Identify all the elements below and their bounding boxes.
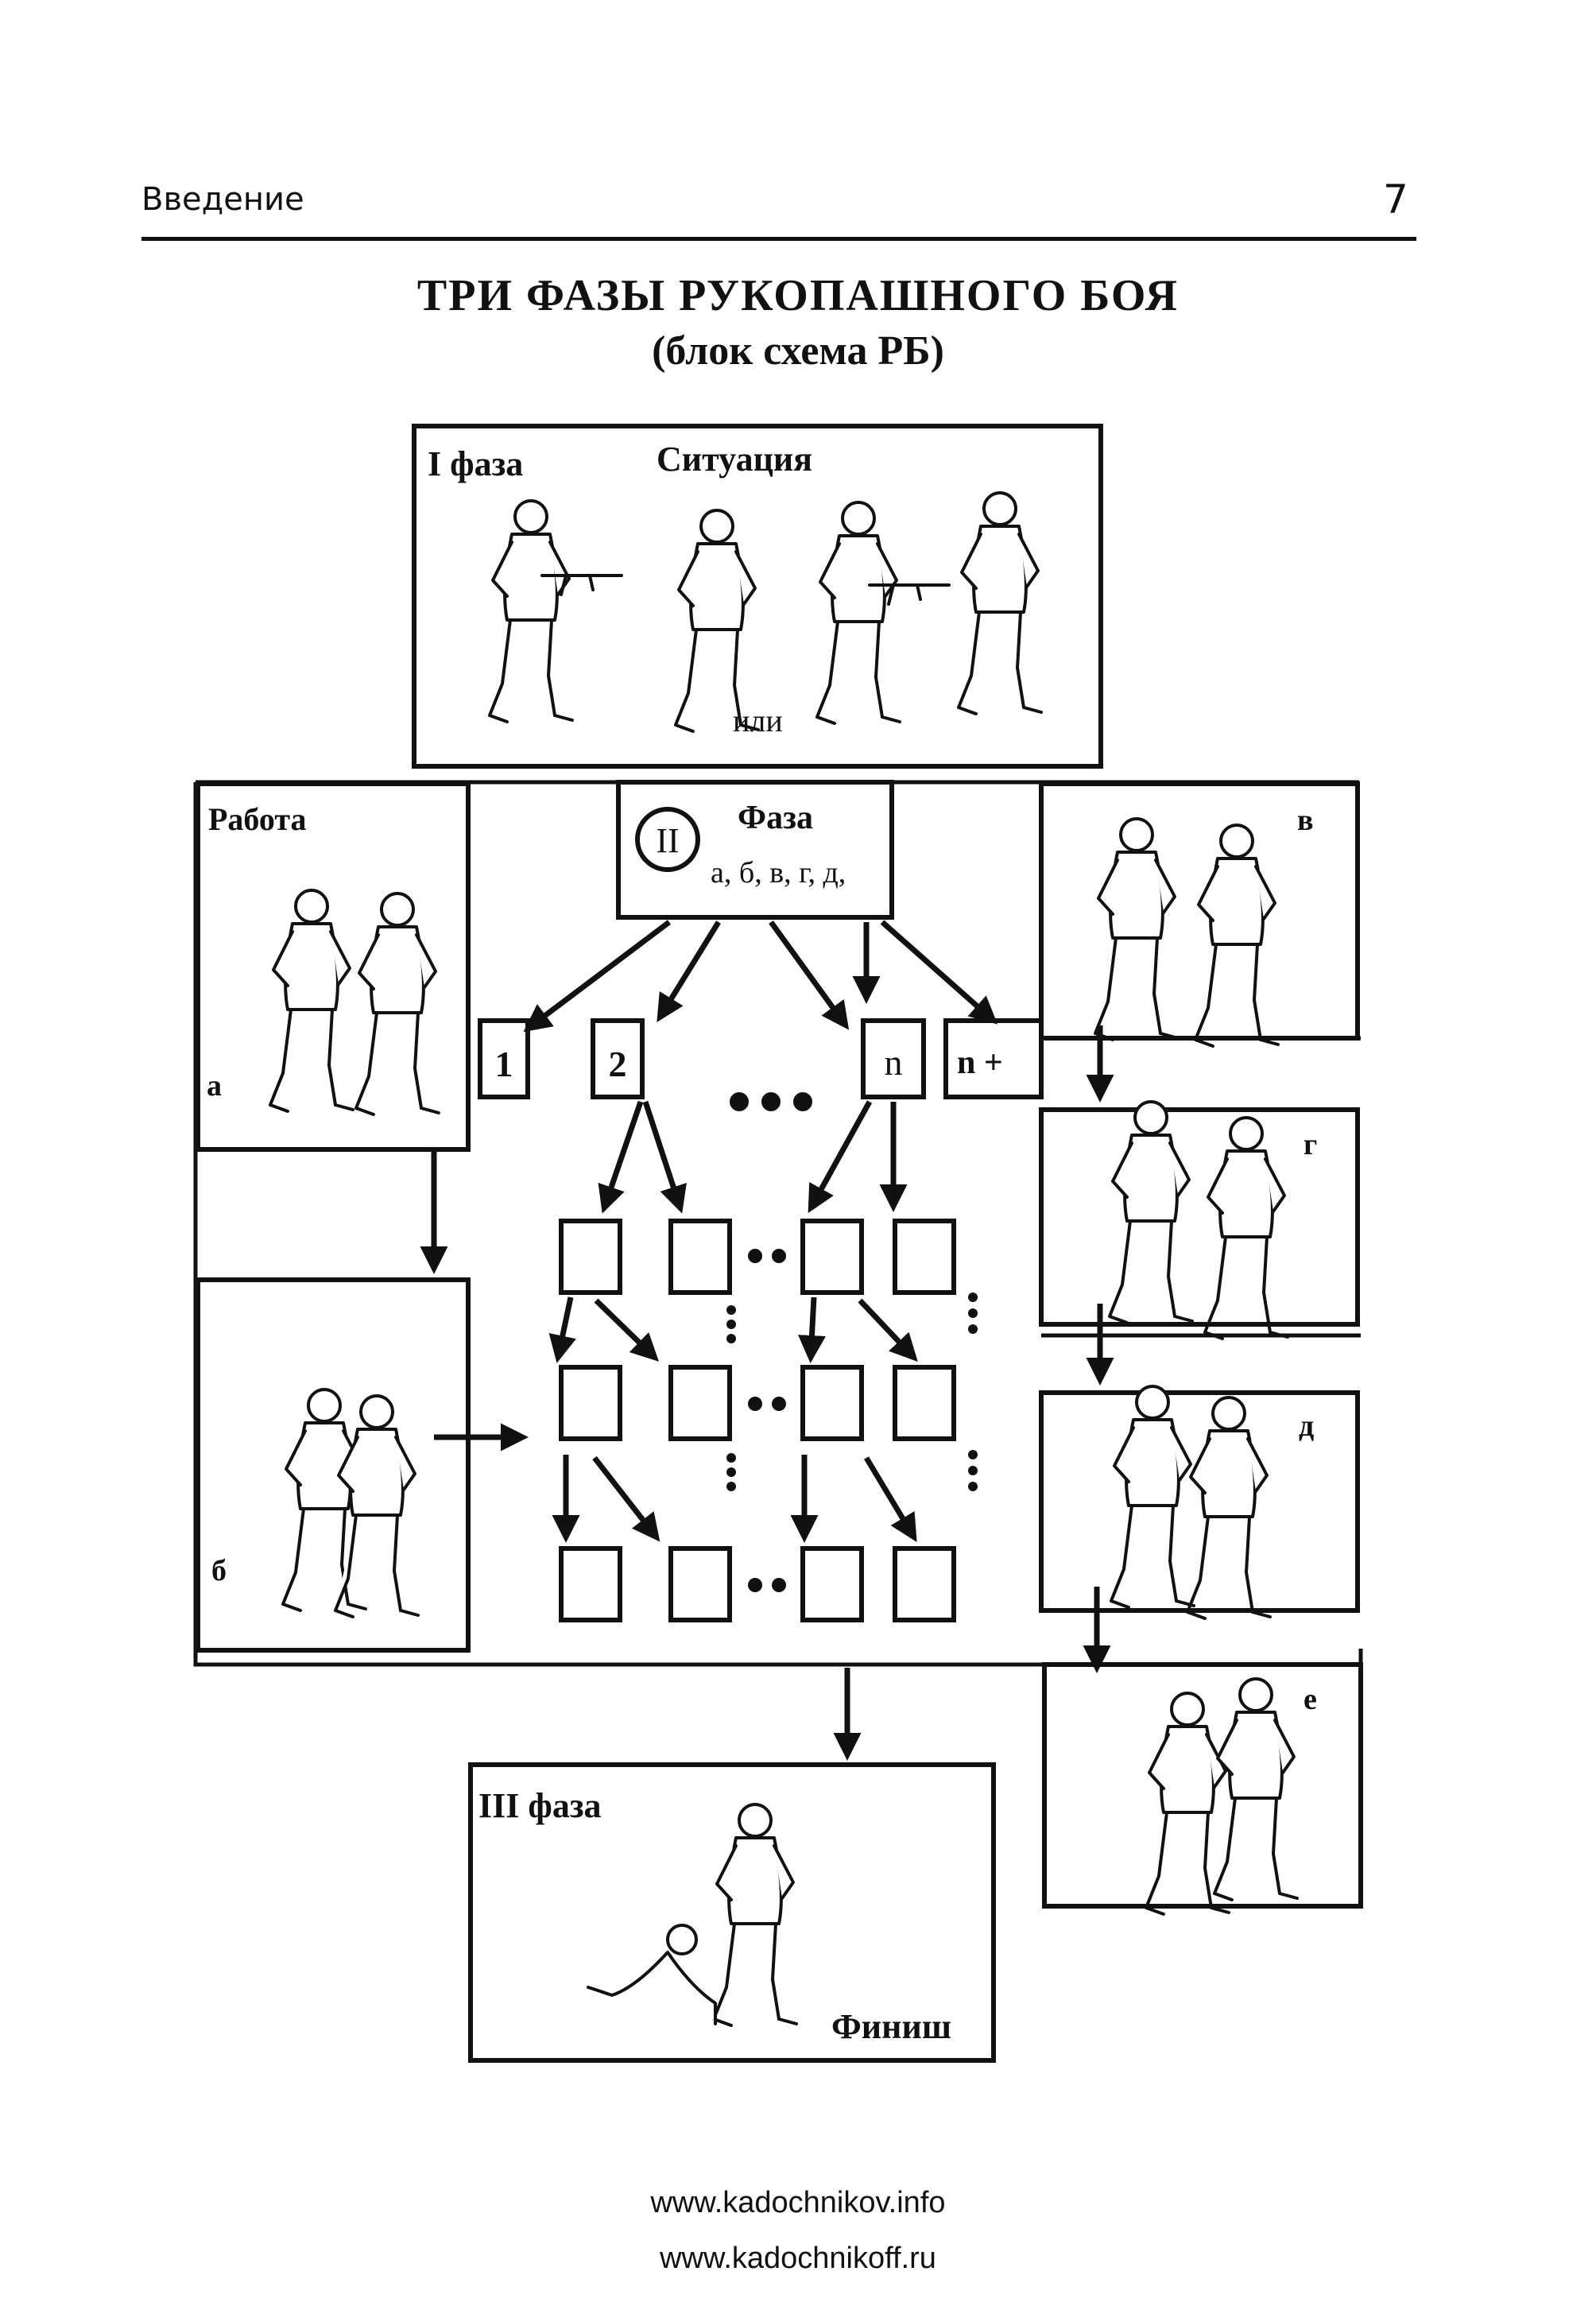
step-ellipsis	[730, 1092, 812, 1111]
panel-d	[1039, 1390, 1360, 1613]
step-box-n	[861, 1018, 926, 1099]
phase1-caption: Ситуация	[657, 440, 812, 479]
panel-e	[1042, 1662, 1363, 1909]
panel-g	[1039, 1107, 1360, 1327]
step-1-label: 1	[495, 1044, 513, 1084]
phase3-label: III фаза	[478, 1786, 602, 1825]
fighter-figure	[1186, 1396, 1272, 1620]
fighter-figure	[354, 892, 440, 1116]
panel-g-letter: г	[1304, 1128, 1317, 1161]
work-label: Работа	[208, 801, 307, 837]
step-box-1	[478, 1018, 530, 1099]
phase1-box	[412, 424, 1103, 769]
step-2-label: 2	[609, 1044, 627, 1084]
phase2-frame	[193, 780, 1363, 1667]
page-title: ТРИ ФАЗЫ РУКОПАШНОГО БОЯ	[416, 271, 1180, 320]
panel-a-letter: а	[207, 1069, 222, 1103]
page-number: 7	[1383, 176, 1408, 223]
phase2-box	[616, 780, 894, 920]
panel-e-letter: е	[1304, 1683, 1317, 1716]
fighter-figure	[1094, 817, 1180, 1041]
panel-b	[196, 1277, 471, 1653]
fighter-figure	[1213, 1677, 1299, 1901]
fighter-figure	[1110, 1385, 1195, 1609]
header-rule	[141, 237, 1416, 241]
phase2-numeral: II	[656, 821, 679, 860]
phase1-label: I фаза	[428, 444, 523, 483]
fighter-figure	[269, 889, 354, 1113]
person-figure	[957, 491, 1043, 715]
step-n-plus-label: n +	[957, 1045, 1003, 1081]
flow-arrows	[420, 920, 1114, 1761]
fighter-figure	[712, 1803, 798, 2027]
phase1-figures	[488, 491, 1043, 733]
phase2-numeral-circle	[635, 807, 700, 872]
footer-link-1[interactable]: www.kadochnikov.info	[650, 2186, 946, 2219]
running-head: Введение	[141, 181, 304, 218]
footer-link-2[interactable]: www.kadochnikoff.ru	[660, 2242, 936, 2275]
phase2-label: Фаза	[738, 800, 813, 836]
panel-d-letter: д	[1299, 1409, 1314, 1443]
phase2-options: а, б, в, г, д,	[711, 856, 846, 890]
panel-v	[1039, 781, 1360, 1041]
fallen-figure	[587, 1924, 717, 2025]
step-n-label: n	[885, 1042, 903, 1083]
fighter-figure	[1145, 1692, 1230, 1916]
panel-v-letter: в	[1297, 804, 1314, 837]
outcome-grid	[559, 1219, 978, 1622]
person-figure	[674, 509, 760, 733]
soldier-figure	[815, 501, 901, 725]
step-box-2	[591, 1018, 645, 1099]
fighter-figure	[1194, 824, 1280, 1048]
phase3-box	[468, 1762, 996, 2063]
panel-a	[196, 781, 471, 1152]
phase3-caption: Финиш	[831, 2007, 951, 2046]
fighter-figure	[1203, 1116, 1289, 1340]
page-subtitle: (блок схема РБ)	[652, 328, 944, 374]
panel-b-letter: б	[211, 1554, 227, 1587]
soldier-figure	[488, 499, 574, 723]
fighter-figure	[1108, 1100, 1194, 1324]
